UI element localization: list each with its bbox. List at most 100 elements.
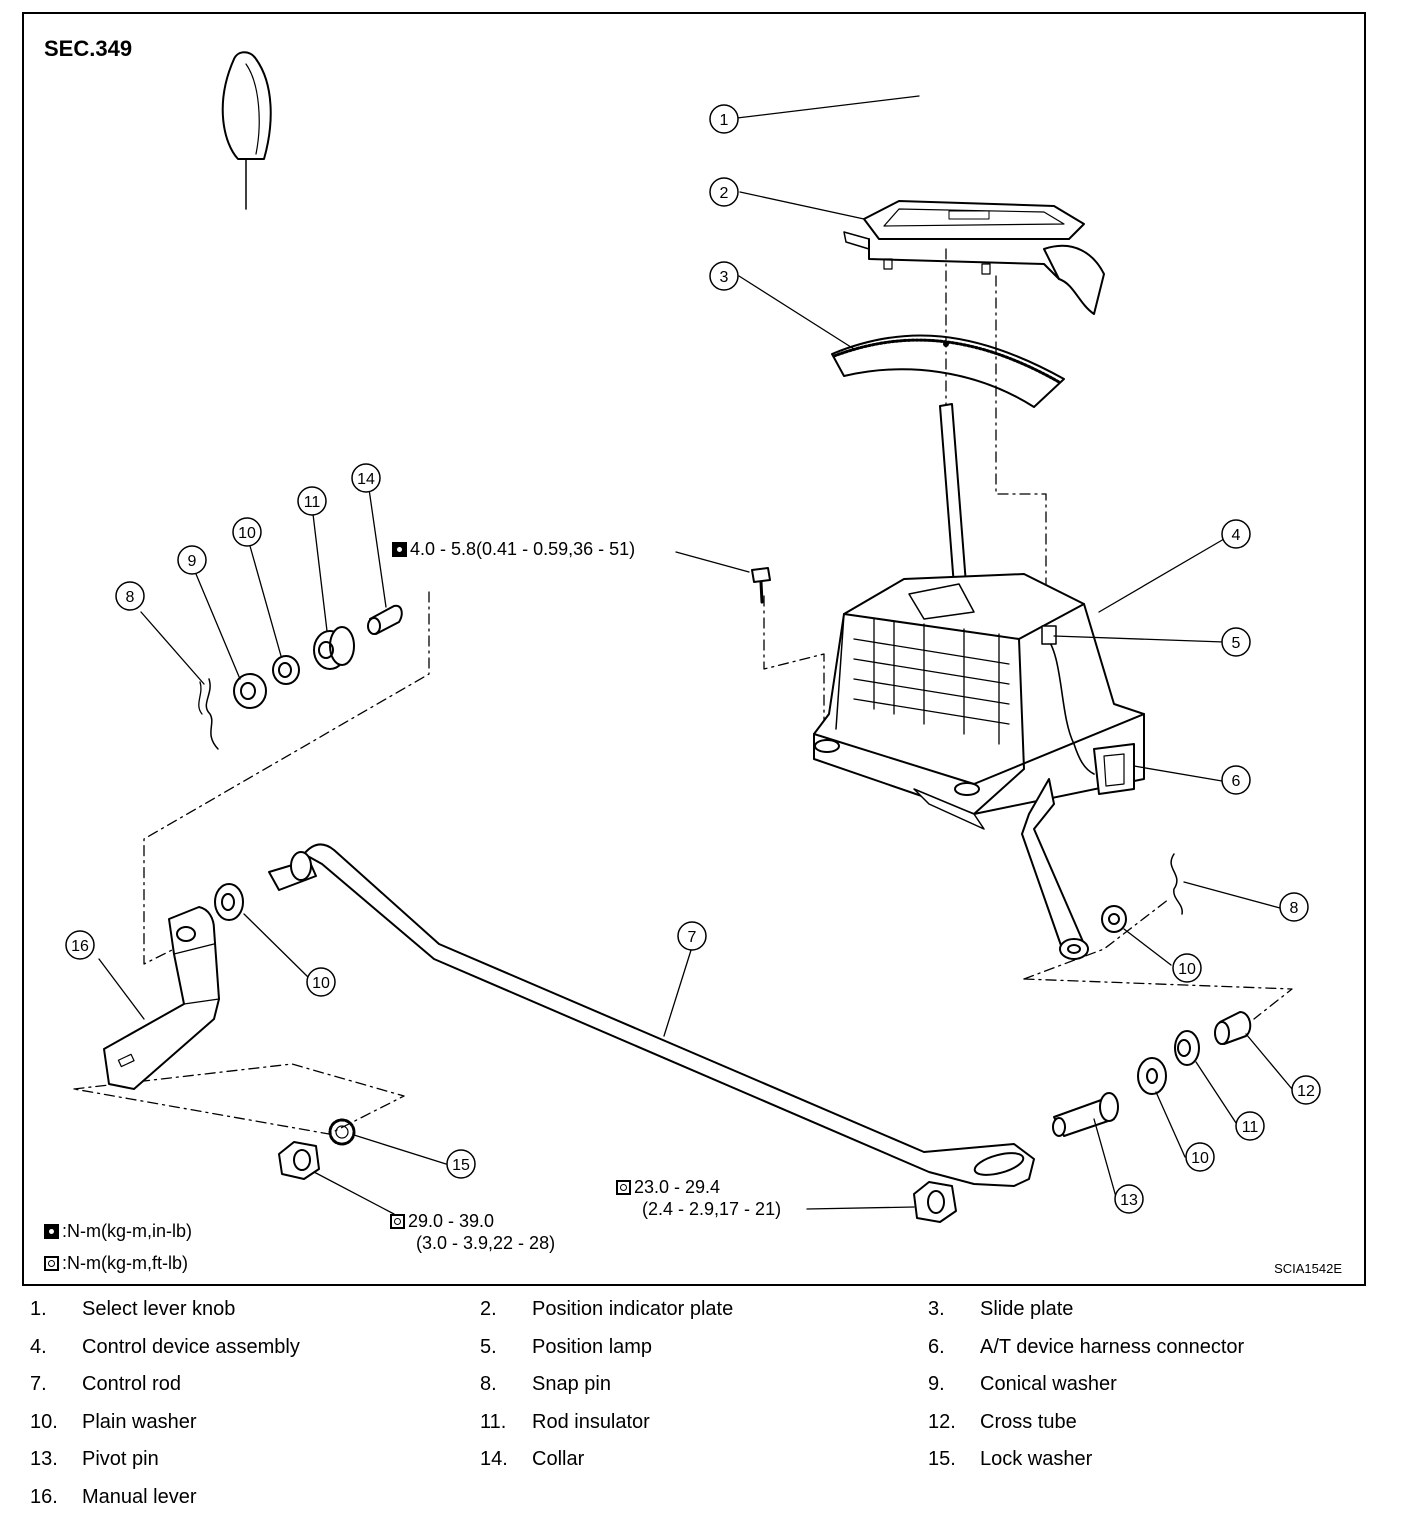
section-title: SEC.349 <box>44 36 133 61</box>
callout-15: 15 <box>446 1149 476 1179</box>
control-rod-part <box>268 843 1035 1187</box>
callout-10: 10 <box>1185 1142 1215 1172</box>
callout-10: 10 <box>232 517 262 547</box>
torque-in-lb-icon <box>44 1224 59 1239</box>
callout-13: 13 <box>1114 1184 1144 1214</box>
manual-lever-part <box>103 906 220 1090</box>
legend-label: Control device assembly <box>82 1335 300 1358</box>
legend-label: Position indicator plate <box>532 1298 734 1320</box>
callout-number: 2 <box>720 185 729 202</box>
legend-number: 5. <box>480 1335 497 1358</box>
legend-number: 12. <box>928 1410 956 1433</box>
legend-label: Select lever knob <box>82 1298 236 1320</box>
callout-number: 11 <box>1242 1119 1259 1136</box>
callout-11: 11 <box>297 486 327 516</box>
callout-circle <box>65 930 95 960</box>
callout-circle <box>1235 1111 1265 1141</box>
callout-8: 8 <box>115 581 145 611</box>
callout-circle <box>1221 519 1251 549</box>
legend-number: 14. <box>480 1448 508 1470</box>
mounting-bolt <box>751 567 771 604</box>
callout-number: 10 <box>238 525 256 542</box>
callout-circle <box>1185 1142 1215 1172</box>
callout-number: 4 <box>1232 527 1241 544</box>
torque-spec-rod-nut: 23.0 - 29.4 (2.4 - 2.9,17 - 21) <box>616 1176 781 1220</box>
legend-label: Cross tube <box>980 1410 1077 1433</box>
callout-14: 14 <box>351 463 381 493</box>
callout-number: 7 <box>688 929 697 946</box>
right-hardware-stack <box>1052 853 1252 1137</box>
rod-nut <box>913 1181 957 1223</box>
legend-label: Manual lever <box>82 1485 197 1508</box>
callout-circle <box>709 104 739 134</box>
torque-ft-lb-icon <box>616 1180 631 1195</box>
assembly-centerline <box>73 248 1293 1135</box>
legend-number: 1. <box>30 1298 47 1320</box>
legend-number: 7. <box>30 1373 47 1395</box>
callout-5: 5 <box>1221 627 1251 657</box>
legend-label: A/T device harness connector <box>980 1335 1245 1358</box>
legend-label: Collar <box>532 1448 585 1470</box>
legend-number: 13. <box>30 1448 58 1470</box>
callout-number: 10 <box>312 975 330 992</box>
lever-nut-and-washer <box>278 1118 356 1180</box>
callout-number: 16 <box>71 938 89 955</box>
control-device-assembly-part <box>813 573 1145 960</box>
legend-number: 11. <box>480 1410 507 1433</box>
legend-label: Lock washer <box>980 1448 1093 1470</box>
callout-number: 13 <box>1120 1192 1138 1209</box>
torque-spec-bolt: 4.0 - 5.8(0.41 - 0.59,36 - 51) <box>392 538 635 560</box>
torque-ft-lb-icon <box>44 1256 59 1271</box>
legend-number: 8. <box>480 1373 497 1395</box>
shift-lever-shaft <box>939 403 967 587</box>
callout-circle <box>446 1149 476 1179</box>
washer-left <box>214 883 244 921</box>
callout-circle <box>677 921 707 951</box>
callout-circle <box>1279 892 1309 922</box>
callout-number: 3 <box>720 269 729 286</box>
callout-2: 2 <box>709 177 739 207</box>
callout-number: 1 <box>720 112 729 129</box>
callout-circle <box>232 517 262 547</box>
figure-code: SCIA1542E <box>1274 1261 1342 1276</box>
leader-lines <box>98 95 1293 1215</box>
left-hardware-stack <box>198 604 403 750</box>
callout-7: 7 <box>677 921 707 951</box>
legend-label: Conical washer <box>980 1373 1117 1395</box>
legend-label: Rod insulator <box>532 1410 650 1433</box>
callout-number: 15 <box>452 1157 470 1174</box>
callout-number: 8 <box>126 589 135 606</box>
callout-number: 14 <box>357 471 375 488</box>
callout-number: 11 <box>304 494 321 511</box>
torque-spec-lever-nut: 29.0 - 39.0 (3.0 - 3.9,22 - 28) <box>390 1210 555 1254</box>
torque-ft-lb-icon <box>390 1214 405 1229</box>
legend-number: 2. <box>480 1298 497 1320</box>
callout-11: 11 <box>1235 1111 1265 1141</box>
select-lever-knob-part <box>221 51 272 210</box>
callout-circle <box>709 177 739 207</box>
callout-12: 12 <box>1291 1075 1321 1105</box>
callout-6: 6 <box>1221 765 1251 795</box>
position-indicator-plate-part <box>843 200 1105 315</box>
callout-number: 12 <box>1297 1083 1315 1100</box>
legend-label: Slide plate <box>980 1298 1074 1320</box>
torque-in-lb-icon <box>392 542 407 557</box>
callout-1: 1 <box>709 104 739 134</box>
callout-circle <box>297 486 327 516</box>
callout-10: 10 <box>306 967 336 997</box>
callout-10: 10 <box>1172 953 1202 983</box>
callout-circle <box>1221 627 1251 657</box>
legend-label: Plain washer <box>82 1410 197 1433</box>
callout-number: 8 <box>1290 900 1299 917</box>
callout-number: 5 <box>1232 635 1241 652</box>
callout-circle <box>351 463 381 493</box>
callout-8: 8 <box>1279 892 1309 922</box>
callout-circle <box>1221 765 1251 795</box>
legend-label: Position lamp <box>532 1335 653 1358</box>
callout-number: 10 <box>1191 1150 1209 1167</box>
units-legend: :N-m(kg-m,in-lb) :N-m(kg-m,ft-lb) <box>44 1220 192 1274</box>
legend-number: 15. <box>928 1448 956 1470</box>
callout-3: 3 <box>709 261 739 291</box>
